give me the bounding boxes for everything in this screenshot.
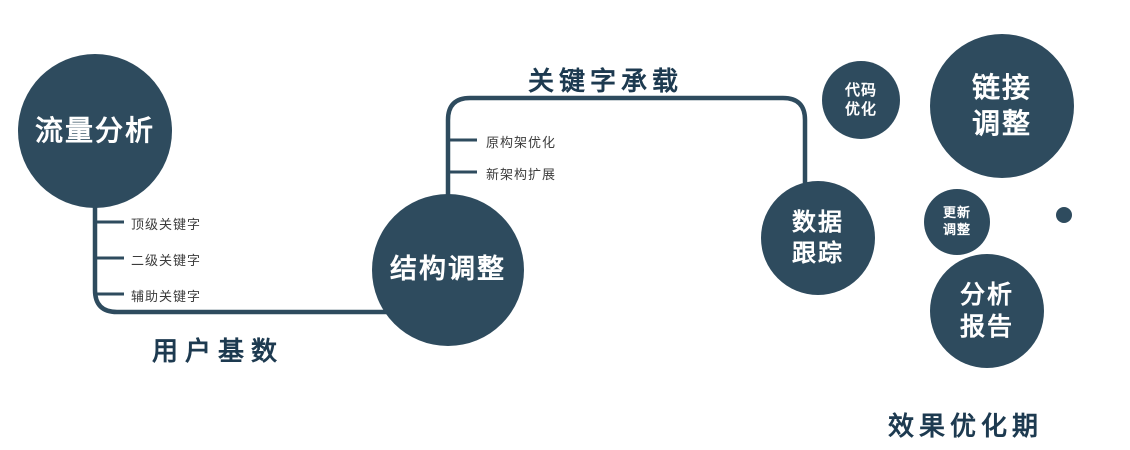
- tick-label-second-keyword: 二级关键字: [131, 253, 202, 268]
- edge-label-keyword-carrying: 关键字承载: [528, 66, 684, 96]
- caption-effect-optimization-phase: 效果优化期: [888, 411, 1044, 441]
- node-traffic-analysis: 流量分析: [18, 54, 172, 208]
- tick-label-new-arch-expansion: 新架构扩展: [486, 167, 557, 182]
- bullet-dot: [1056, 207, 1072, 223]
- node-code-optimization: 代码 优化: [822, 61, 900, 139]
- tick-label-aux-keyword: 辅助关键字: [131, 289, 202, 304]
- edge-label-user-base: 用户基数: [152, 336, 285, 366]
- tick-label-orig-arch-optimization: 原构架优化: [486, 135, 557, 150]
- connector-traffic-to-structure: [92, 196, 390, 315]
- node-update-adjustment: 更新 调整: [924, 189, 990, 255]
- node-structure-adjustment: 结构调整: [372, 194, 524, 346]
- node-link-adjustment: 链接 调整: [930, 34, 1074, 178]
- connector-structure-to-tracking: [445, 95, 808, 200]
- node-data-tracking: 数据 跟踪: [761, 181, 875, 295]
- tick-label-top-keyword: 顶级关键字: [131, 217, 202, 232]
- node-analysis-report: 分析 报告: [930, 254, 1044, 368]
